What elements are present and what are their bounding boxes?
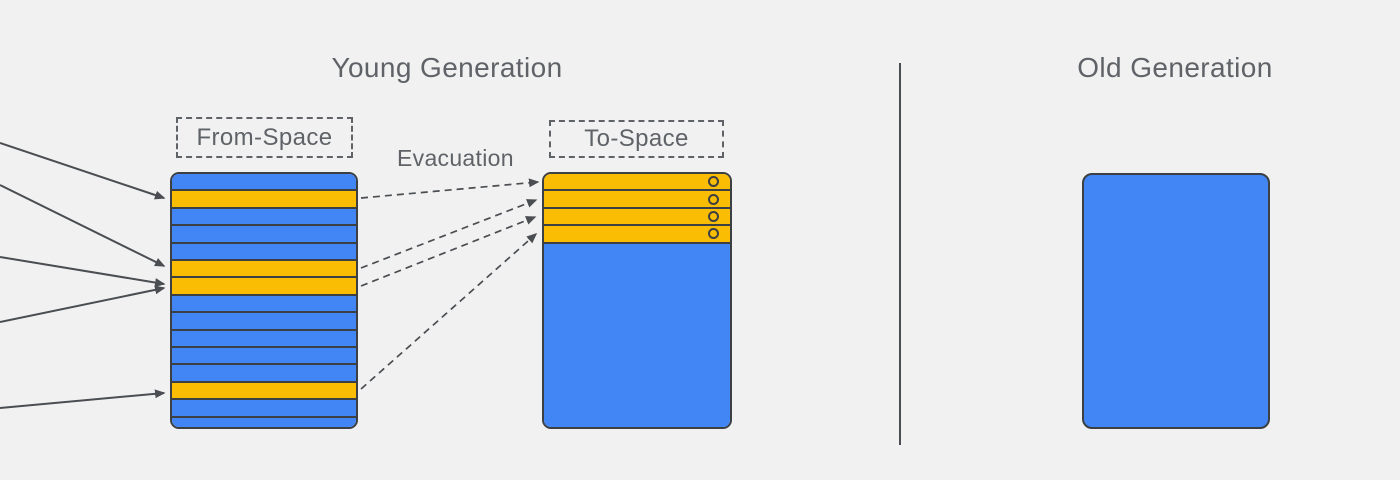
- to-space-stack: [542, 172, 732, 429]
- from-space-row-14: [172, 398, 356, 416]
- to-space-evacuated-row-3: [544, 206, 730, 225]
- evacuation-arrow-2: [360, 199, 538, 269]
- to-space-label: To-Space: [549, 120, 724, 158]
- to-space-free-area: [544, 241, 730, 427]
- from-space-row-12: [172, 363, 356, 381]
- to-space-evacuated-row-4: [544, 224, 730, 242]
- evacuation-label: Evacuation: [397, 145, 514, 171]
- reference-arrow-4: [0, 285, 166, 323]
- from-space-row-7: [172, 276, 356, 294]
- from-space-row-10: [172, 328, 356, 347]
- evacuation-arrow-4: [360, 233, 538, 390]
- generation-divider-line: [899, 63, 901, 445]
- object-circle-icon: [708, 176, 719, 188]
- from-space-label-text: From-Space: [196, 123, 333, 151]
- reference-arrow-5: [0, 389, 166, 409]
- to-space-evacuated-row-2: [544, 189, 730, 207]
- from-space-row-3: [172, 206, 356, 225]
- to-space-evacuated-row-1: [544, 174, 730, 190]
- to-space-label-text: To-Space: [584, 125, 689, 152]
- object-circle-icon: [708, 210, 719, 222]
- evacuation-arrows-group: [360, 178, 540, 390]
- object-circle-icon: [708, 193, 719, 205]
- from-space-row-9: [172, 311, 356, 329]
- young-generation-title: Young Generation: [331, 52, 563, 83]
- old-generation-title: Old Generation: [1077, 52, 1273, 83]
- from-space-row-11: [172, 346, 356, 364]
- object-circle-icon: [708, 228, 719, 240]
- from-space-row-13: [172, 380, 356, 399]
- from-space-row-2: [172, 189, 356, 207]
- from-space-label: From-Space: [176, 117, 353, 158]
- from-space-row-1: [172, 174, 356, 190]
- reference-arrow-3: [0, 256, 166, 287]
- from-space-row-4: [172, 224, 356, 242]
- from-space-row-5: [172, 241, 356, 260]
- reference-arrows-group: [0, 142, 166, 409]
- from-space-row-6: [172, 259, 356, 277]
- reference-arrow-1: [0, 142, 166, 200]
- from-space-row-8: [172, 293, 356, 312]
- from-space-stack: [170, 172, 358, 429]
- reference-arrow-2: [0, 184, 166, 267]
- evacuation-arrow-1: [360, 178, 540, 199]
- from-space-row-15: [172, 415, 356, 427]
- old-generation-block: [1082, 173, 1270, 429]
- evacuation-arrow-3: [360, 216, 537, 287]
